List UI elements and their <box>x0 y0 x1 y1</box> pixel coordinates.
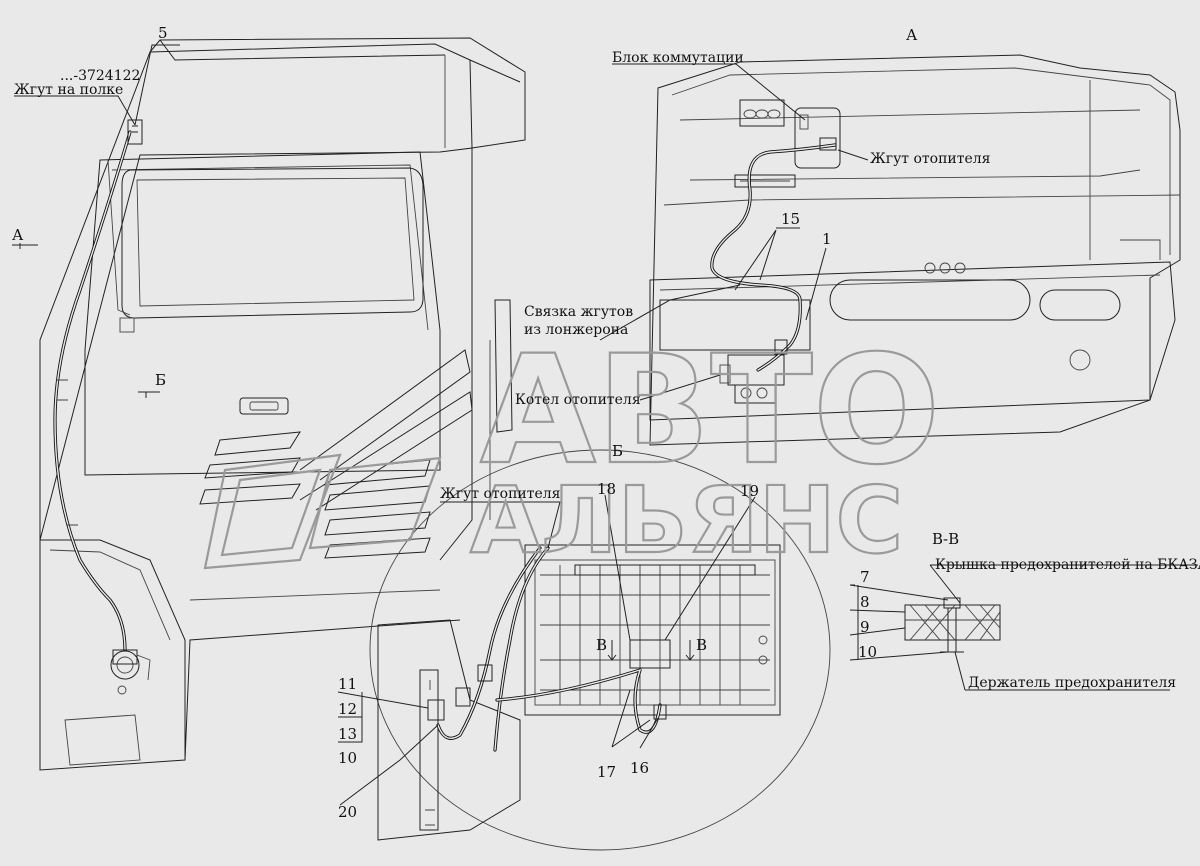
callout-20: 20 <box>338 803 357 821</box>
view-b-title: Б <box>612 442 623 460</box>
callout-17: 17 <box>597 763 616 781</box>
heater-harness-top-label: Жгут отопителя <box>870 151 991 167</box>
callout-16: 16 <box>630 759 649 777</box>
callout-11: 11 <box>338 675 357 693</box>
callout-10-section: 10 <box>858 643 877 661</box>
callout-7: 7 <box>860 568 870 586</box>
callout-8: 8 <box>860 593 870 611</box>
cab-view <box>12 37 526 771</box>
labels: ...-3724122 Жгут на полке А А Б Б Блок к… <box>12 26 1200 691</box>
shelf-harness-label: Жгут на полке <box>14 82 123 98</box>
switch-block-label: Блок коммутации <box>612 50 744 66</box>
section-mark-right: В <box>696 636 707 654</box>
callout-13: 13 <box>338 725 357 743</box>
callout-15: 15 <box>781 210 800 228</box>
callout-19: 19 <box>740 482 759 500</box>
callout-18: 18 <box>597 480 616 498</box>
callout-1: 1 <box>822 230 832 248</box>
view-a-marker: А <box>12 226 24 244</box>
heater-boiler-label: Котел отопителя <box>515 392 641 408</box>
view-a <box>599 54 1181 446</box>
heater-harness-bottom-label: Жгут отопителя <box>440 486 561 502</box>
view-b <box>337 449 831 851</box>
section-vv <box>849 564 1198 691</box>
watermark-line2: АЛЬЯНС <box>470 467 903 574</box>
view-b-marker: Б <box>155 371 166 389</box>
section-mark-left: В <box>596 636 607 654</box>
watermark-logo: АВТО АЛЬЯНС <box>203 323 941 575</box>
view-a-title: А <box>906 26 918 44</box>
callout-5: 5 <box>158 24 168 42</box>
harness-bundle-label-2: из лонжерона <box>524 322 628 338</box>
callout-12: 12 <box>338 700 357 718</box>
watermark-line1: АВТО <box>480 324 940 498</box>
callout-10-bottom: 10 <box>338 749 357 767</box>
callout-numbers: 5 15 1 18 19 7 8 9 10 11 12 13 10 20 17 … <box>158 24 877 821</box>
callout-9: 9 <box>860 618 870 636</box>
section-vv-label: В-В <box>932 530 959 548</box>
fuse-cover-label: Крышка предохранителей на БКАЗА <box>935 557 1200 573</box>
fuse-holder-label: Держатель предохранителя <box>968 675 1176 691</box>
harness-bundle-label-1: Связка жгутов <box>524 304 633 320</box>
part-code-label: ...-3724122 <box>60 68 140 84</box>
